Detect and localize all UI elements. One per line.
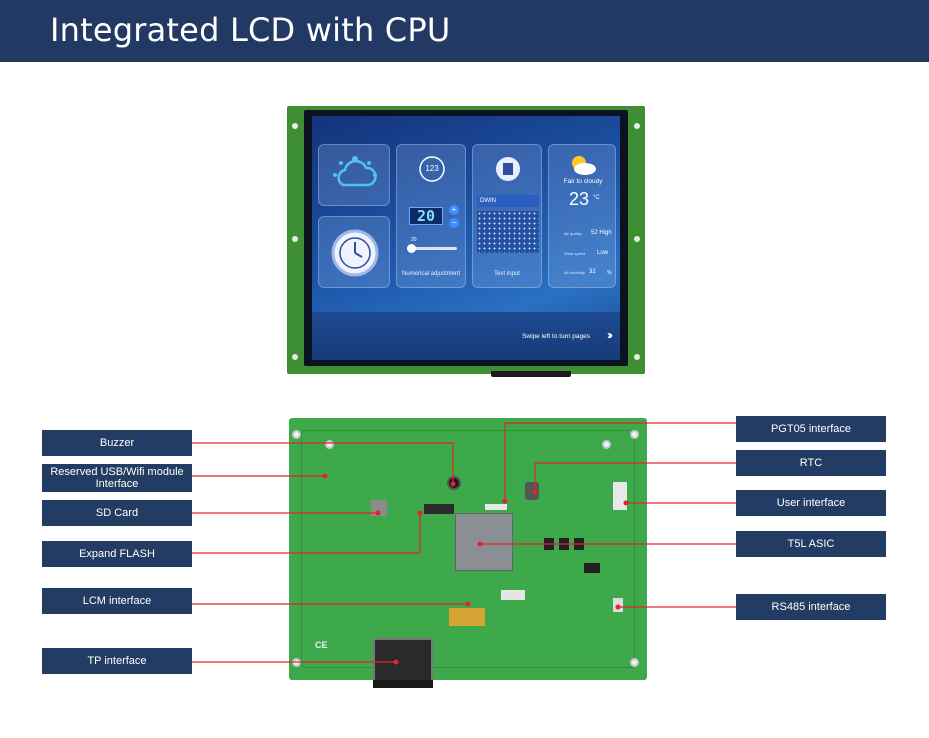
tp-connector [373,638,433,682]
ic [574,538,584,550]
label-expand-flash: Expand FLASH [42,541,192,567]
partly-cloudy-icon [572,156,596,175]
label-user-interface: User interface [736,490,886,516]
pcb-mount-hole [292,658,301,667]
air-humidity-label: Air humidity [564,270,585,275]
air-quality-label: Air quality [564,231,582,236]
label-text: RTC [799,457,823,469]
bottom-tab [373,680,433,688]
sd-card-slot [371,500,387,516]
cloud-card [318,144,390,206]
air-quality-value: 52 High [591,230,612,236]
document-icon [496,157,520,181]
weather-card: Fair to cloudy 23 °C Air quality 52 High… [548,144,616,288]
slider-thumb[interactable] [407,244,416,253]
label-text: T5L ASIC [787,538,835,550]
slider-track[interactable] [407,247,457,250]
pcb-mount-hole [630,430,639,439]
screen-bottom-bar [312,312,620,360]
slider-value: 20 [411,237,417,243]
lcm-connector [449,608,485,626]
label-text: LCM interface [82,595,152,607]
cloud-icon [333,156,377,187]
page-title: Integrated LCD with CPU [50,11,451,49]
wind-speed-value: Low [597,250,609,256]
temperature-unit: °C [593,195,600,201]
clock-card [318,216,390,288]
ce-mark: CE [315,640,328,650]
t5l-asic-chip [455,513,513,571]
numeric-value: 20 [416,207,436,225]
mount-hole [634,354,640,360]
connector [501,590,525,600]
ic [584,563,600,573]
mount-hole [292,123,298,129]
rs485-connector [613,598,623,612]
clock-icon [331,229,379,277]
numeric-icon [419,156,445,182]
label-text: Expand FLASH [79,548,155,560]
lcd-screen: 123 20 + − 20 Numerical adjustment DWIN … [312,116,620,360]
numeric-card: 123 20 + − 20 Numerical adjustment [396,144,466,288]
mount-hole [292,236,298,242]
buzzer [447,476,461,490]
pcb-mount-hole [602,440,611,449]
text-input-card: DWIN Text input [472,144,542,288]
label-pgt05-interface: PGT05 interface [736,416,886,442]
user-interface-connector [613,482,627,510]
chevron-right-icon[interactable]: ››› [607,328,613,342]
numeric-icon-text: 123 [425,164,439,173]
label-t5l-asic: T5L ASIC [736,531,886,557]
pcb-mount-hole [325,440,334,449]
mount-hole [634,123,640,129]
air-humidity-unit: % [607,270,612,276]
label-text: Buzzer [99,437,135,449]
ic [559,538,569,550]
numeric-label: Numerical adjustment [401,271,461,277]
mount-hole [634,236,640,242]
mount-hole [292,354,298,360]
label-buzzer: Buzzer [42,430,192,456]
text-input-label: Text input [494,271,520,277]
numeric-display [409,207,443,225]
header-banner: Integrated LCD with CPU [0,0,929,62]
increment-button[interactable]: + [449,205,459,215]
label-text: PGT05 interface [770,423,852,435]
air-humidity-value: 32 [589,269,596,275]
pgt05-header [485,504,507,510]
decrement-button[interactable]: − [449,218,459,228]
ic [544,538,554,550]
rtc-battery [525,482,539,500]
label-text: TP interface [87,655,147,667]
pcb-mount-hole [292,430,301,439]
text-input-field[interactable]: DWIN [477,195,539,207]
label-rs485-interface: RS485 interface [736,594,886,620]
keyboard[interactable] [477,211,539,253]
label-text: SD Card [95,507,139,519]
label-text: RS485 interface [771,601,851,613]
label-lcm-interface: LCM interface [42,588,192,614]
temperature: 23 [569,189,590,209]
label-tp-interface: TP interface [42,648,192,674]
pcb-board: CE [289,418,647,688]
label-sd-card: SD Card [42,500,192,526]
flash-chip [424,504,454,514]
fpc-tab [491,371,571,377]
label-usb-wifi: Reserved USB/Wifi module Interface [42,464,192,492]
weather-condition: Fair to cloudy [563,178,603,185]
pcb-mount-hole [630,658,639,667]
label-rtc: RTC [736,450,886,476]
wind-speed-label: Wind speed [564,251,586,256]
swipe-hint: Swipe left to turn pages [522,333,590,340]
label-text: User interface [776,497,846,509]
lcd-front-board: 123 20 + − 20 Numerical adjustment DWIN … [287,106,645,377]
label-text: Reserved USB/Wifi module Interface [50,466,184,490]
